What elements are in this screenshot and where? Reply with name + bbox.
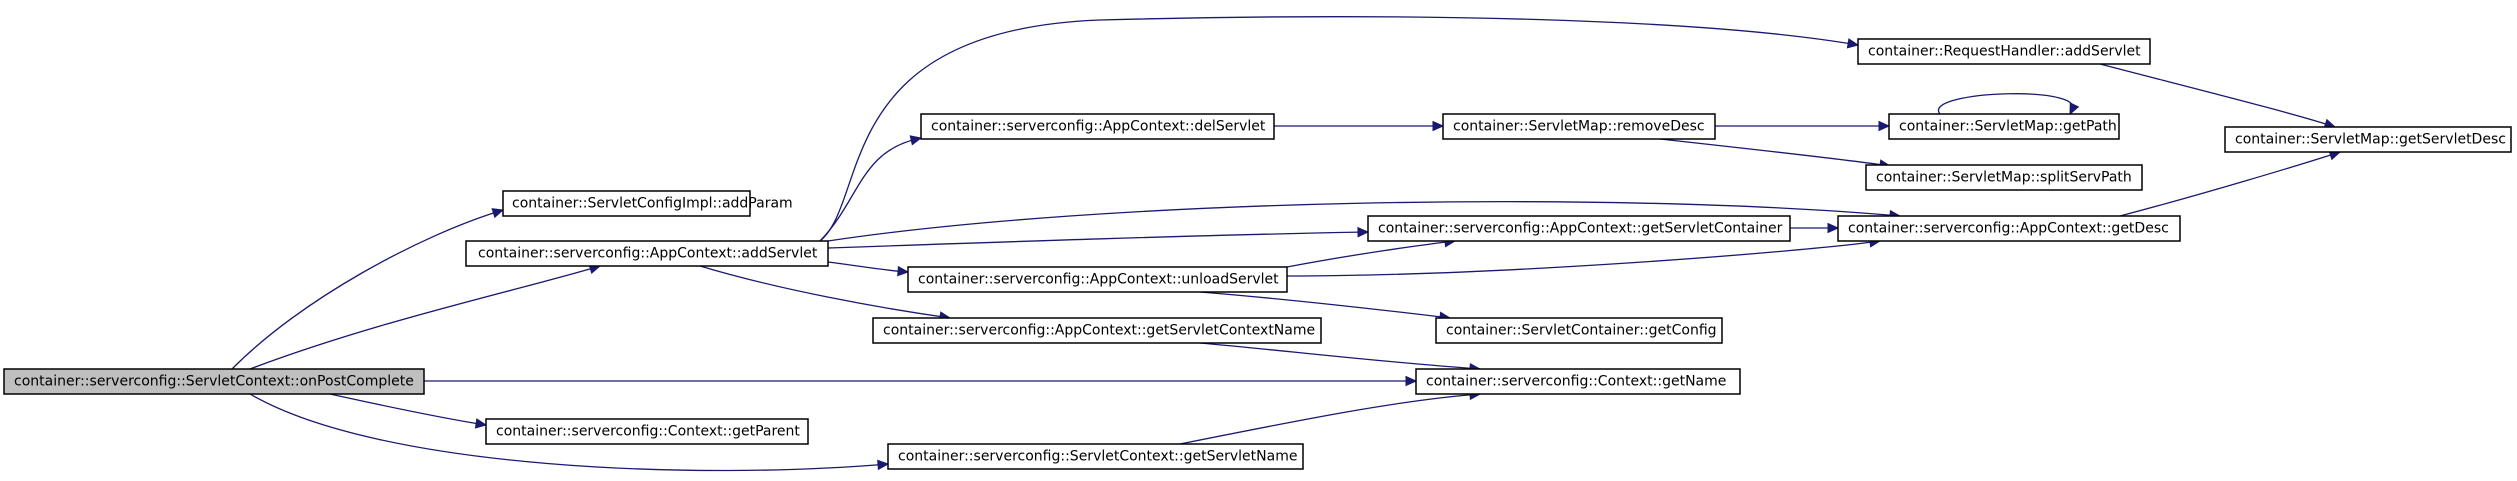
edge-onpostcomplete-to-addparam [231, 208, 505, 370]
edge-onpostcomplete-to-addservlet [249, 263, 602, 370]
edge-addservlet-to-delservlet [819, 135, 923, 242]
node-label: container::serverconfig::AppContext::get… [1848, 221, 2169, 237]
edge-removedesc-to-getpath [1715, 120, 1891, 132]
edge-unloadservlet-to-getdesc [1286, 237, 1882, 277]
node-context-getparent[interactable]: container::serverconfig::Context::getPar… [485, 418, 809, 445]
edge-removedesc-to-splitservpath [1659, 138, 1892, 170]
edge-line [2119, 151, 2341, 217]
node-appcontext-addservlet[interactable]: container::serverconfig::AppContext::add… [465, 240, 829, 267]
edge-line [1286, 240, 1881, 277]
node-label: container::ServletMap::getPath [1899, 119, 2117, 135]
node-label: container::RequestHandler::addServlet [1868, 44, 2141, 60]
edge-rhaddservlet-to-getservletdesc [2099, 63, 2337, 129]
node-servletcontainer-getconfig[interactable]: container::ServletContainer::getConfig [1435, 317, 1723, 344]
edge-line [1286, 240, 1456, 268]
edge-addservlet-to-getservletcontainer [827, 226, 1370, 249]
edge-line [827, 231, 1369, 249]
node-label: container::serverconfig::AppContext::get… [1378, 221, 1783, 237]
node-servletconfigimpl-addparam[interactable]: container::ServletConfigImpl::addParam [502, 190, 793, 217]
edge-arrowhead [2069, 102, 2080, 116]
edge-getservletcontainer-to-getdesc [1790, 222, 1840, 234]
node-label: container::ServletMap::removeDesc [1453, 119, 1705, 135]
edge-line [819, 137, 922, 242]
edge-getdesc-to-getservletdesc [2119, 150, 2342, 217]
edge-line [1179, 393, 1481, 445]
node-label: container::serverconfig::AppContext::unl… [918, 272, 1279, 288]
node-label: container::serverconfig::AppContext::add… [478, 246, 818, 262]
node-servletmap-splitservpath[interactable]: container::ServletMap::splitServPath [1865, 164, 2143, 191]
edge-arrowhead [1405, 375, 1418, 387]
edge-arrowhead [1878, 120, 1891, 132]
edge-line [819, 16, 1859, 242]
edge-arrowhead [1432, 120, 1445, 132]
node-context-getname[interactable]: container::serverconfig::Context::getNam… [1415, 368, 1741, 395]
edge-onpostcomplete-to-getname [424, 375, 1418, 387]
edge-line [329, 393, 487, 426]
edge-line [1937, 93, 2074, 115]
edge-onpostcomplete-to-getparent [329, 393, 488, 429]
edge-onpostcomplete-to-getservletname [249, 393, 890, 472]
node-label: container::serverconfig::Context::getPar… [496, 424, 800, 440]
edge-arrowhead [474, 418, 488, 429]
edge-line [2099, 63, 2336, 128]
edge-arrowhead [877, 459, 890, 471]
node-appcontext-delservlet[interactable]: container::serverconfig::AppContext::del… [920, 113, 1275, 140]
edge-line [827, 261, 909, 273]
node-appcontext-getservletcontextname[interactable]: container::serverconfig::AppContext::get… [872, 317, 1322, 344]
node-label: container::ServletMap::getServletDesc [2235, 132, 2506, 148]
node-label: container::serverconfig::AppContext::get… [883, 323, 1315, 339]
node-servletmap-getservletdesc[interactable]: container::ServletMap::getServletDesc [2224, 126, 2512, 153]
node-label: container::serverconfig::AppContext::del… [931, 119, 1266, 135]
edge-line [1659, 138, 1891, 167]
function-nodes: container::serverconfig::ServletContext:… [3, 38, 2512, 470]
edge-line [1199, 291, 1451, 319]
node-servletmap-getpath[interactable]: container::ServletMap::getPath [1888, 113, 2120, 140]
node-label: container::serverconfig::ServletContext:… [14, 374, 414, 390]
edge-arrowhead [1357, 226, 1370, 238]
edge-getpath-to-getpath [1937, 93, 2080, 116]
edge-line [231, 209, 504, 370]
edge-unloadservlet-to-getservletcontainer [1286, 236, 1457, 268]
edge-addservlet-to-rhaddservlet [819, 16, 1860, 242]
edge-line [1199, 342, 1481, 370]
edge-arrowhead [491, 208, 505, 219]
edge-line [827, 201, 1901, 242]
node-appcontext-getdesc[interactable]: container::serverconfig::AppContext::get… [1837, 215, 2181, 242]
edge-arrowhead [897, 265, 910, 277]
edge-arrowhead [909, 135, 923, 146]
node-servletcontext-onpostcomplete[interactable]: container::serverconfig::ServletContext:… [3, 368, 425, 395]
call-edges [231, 16, 2342, 472]
edge-unloadservlet-to-getconfig [1199, 291, 1452, 322]
node-label: container::ServletContainer::getConfig [1446, 323, 1717, 339]
edge-addservlet-to-unloadservlet [827, 261, 910, 277]
node-label: container::ServletMap::splitServPath [1876, 170, 2132, 186]
edge-line [249, 393, 889, 472]
node-servletmap-removedesc[interactable]: container::ServletMap::removeDesc [1442, 113, 1716, 140]
edge-getservletname-to-getname [1179, 389, 1482, 445]
edge-line [699, 265, 951, 319]
edge-arrowhead [1846, 38, 1860, 49]
node-label: container::serverconfig::Context::getNam… [1426, 374, 1726, 390]
node-appcontext-getservletcontainer[interactable]: container::serverconfig::AppContext::get… [1367, 215, 1791, 242]
node-appcontext-unloadservlet[interactable]: container::serverconfig::AppContext::unl… [907, 266, 1288, 293]
edge-arrowhead [1827, 222, 1840, 234]
node-label: container::ServletConfigImpl::addParam [512, 196, 793, 212]
node-servletcontext-getservletname[interactable]: container::serverconfig::ServletContext:… [887, 443, 1304, 470]
edge-line [249, 265, 601, 370]
node-label: container::serverconfig::ServletContext:… [898, 449, 1297, 465]
edge-delservlet-to-removedesc [1274, 120, 1445, 132]
node-requesthandler-addservlet[interactable]: container::RequestHandler::addServlet [1857, 38, 2151, 65]
